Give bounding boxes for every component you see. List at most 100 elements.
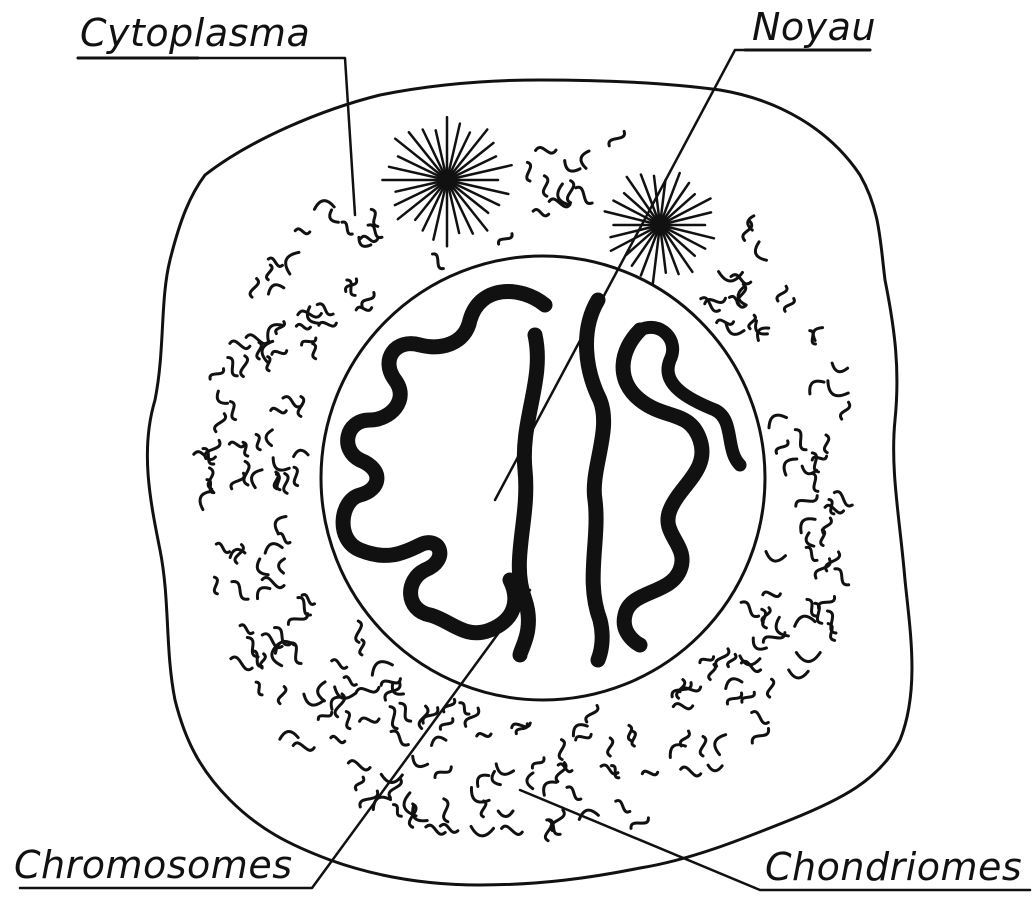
chondriome <box>724 324 744 337</box>
chondriome <box>316 302 335 316</box>
chondriome <box>540 778 557 795</box>
chondriome <box>708 765 722 771</box>
chondriome <box>608 738 613 756</box>
chondriome <box>215 542 230 553</box>
chondriome <box>430 252 445 270</box>
chondriome <box>527 773 533 789</box>
chondriome <box>254 681 264 695</box>
chondriome <box>291 467 300 486</box>
chondriome <box>559 740 565 760</box>
chondriome <box>497 232 513 246</box>
chondriome <box>269 458 289 474</box>
chondriome <box>359 716 379 724</box>
chondriome <box>726 691 743 706</box>
chondriome <box>794 493 818 510</box>
chondriome <box>501 825 523 835</box>
chondriome <box>631 731 637 746</box>
chondriome <box>712 732 726 754</box>
chromosome <box>586 300 603 660</box>
chondriome <box>340 221 354 236</box>
chondriome <box>739 656 760 666</box>
chondriome <box>293 449 308 456</box>
chondriome <box>317 682 325 701</box>
chondriome <box>764 552 785 563</box>
chondriome <box>642 770 658 776</box>
chondriome <box>739 600 760 619</box>
chondriome <box>228 401 238 421</box>
chondriome <box>470 826 493 836</box>
chondriome <box>796 653 820 662</box>
chondriome <box>266 265 272 280</box>
chondriome <box>823 435 829 453</box>
chondriome <box>806 377 824 394</box>
chondriome <box>762 629 786 645</box>
chondriome <box>575 732 592 742</box>
chondriome <box>330 736 345 744</box>
chondriome <box>574 185 595 205</box>
chondriome <box>541 175 549 196</box>
chondriome <box>783 297 795 312</box>
chondriome <box>458 701 470 715</box>
chondriome <box>708 664 716 680</box>
chondriome <box>282 249 299 274</box>
chondriome <box>348 760 371 771</box>
chromosomes-group <box>343 291 740 660</box>
chondriome <box>266 356 272 371</box>
chondriome <box>567 181 573 203</box>
chondriome <box>752 242 766 263</box>
chondriome <box>477 732 492 738</box>
chondriome <box>430 735 446 746</box>
chondriome <box>796 514 815 533</box>
chondriome <box>279 731 298 739</box>
chondriome <box>317 710 332 721</box>
chondriome <box>368 657 392 675</box>
chondriome <box>474 771 489 786</box>
chondriome <box>580 150 590 168</box>
chondriome <box>234 544 244 564</box>
chondriome <box>825 505 845 514</box>
chromosome <box>640 327 740 465</box>
chondriome <box>331 659 348 670</box>
chondriome <box>282 473 290 494</box>
chromosome <box>519 335 537 655</box>
chondriome <box>821 517 832 535</box>
chondriome <box>562 161 580 175</box>
chondriome <box>214 391 228 407</box>
aster-left <box>382 117 511 246</box>
chondriome <box>839 401 851 420</box>
chondriome <box>498 811 513 817</box>
chondriome <box>225 356 240 377</box>
chondriome <box>356 305 372 312</box>
chondriome <box>489 771 500 786</box>
chondriome <box>295 229 310 234</box>
chondriome <box>354 776 365 791</box>
chondriome <box>680 766 701 776</box>
chondriome <box>763 591 781 597</box>
chondriome <box>759 609 769 629</box>
chondriome <box>392 803 403 817</box>
chondriome <box>263 320 284 340</box>
chondriome <box>788 670 808 679</box>
chondriome <box>804 533 814 548</box>
chondriome <box>355 684 380 696</box>
chondriome <box>397 702 413 723</box>
chondriome <box>387 706 400 730</box>
chondriome <box>833 567 851 587</box>
chondriome <box>666 740 685 757</box>
chondriome <box>229 341 250 350</box>
chondriome <box>440 798 451 822</box>
chondriome <box>209 367 225 381</box>
chondriome <box>765 411 786 428</box>
chondriome <box>296 324 310 329</box>
chondriome <box>343 676 357 687</box>
chondriome <box>723 676 742 689</box>
chondriome <box>266 282 284 294</box>
chondriome <box>266 430 273 446</box>
chondriome <box>271 408 287 413</box>
chondriome <box>360 291 376 308</box>
chondriome <box>327 210 338 225</box>
chondriome <box>319 321 337 328</box>
chondriome <box>261 632 284 649</box>
chondriome <box>249 278 259 298</box>
chondriome <box>241 442 250 457</box>
